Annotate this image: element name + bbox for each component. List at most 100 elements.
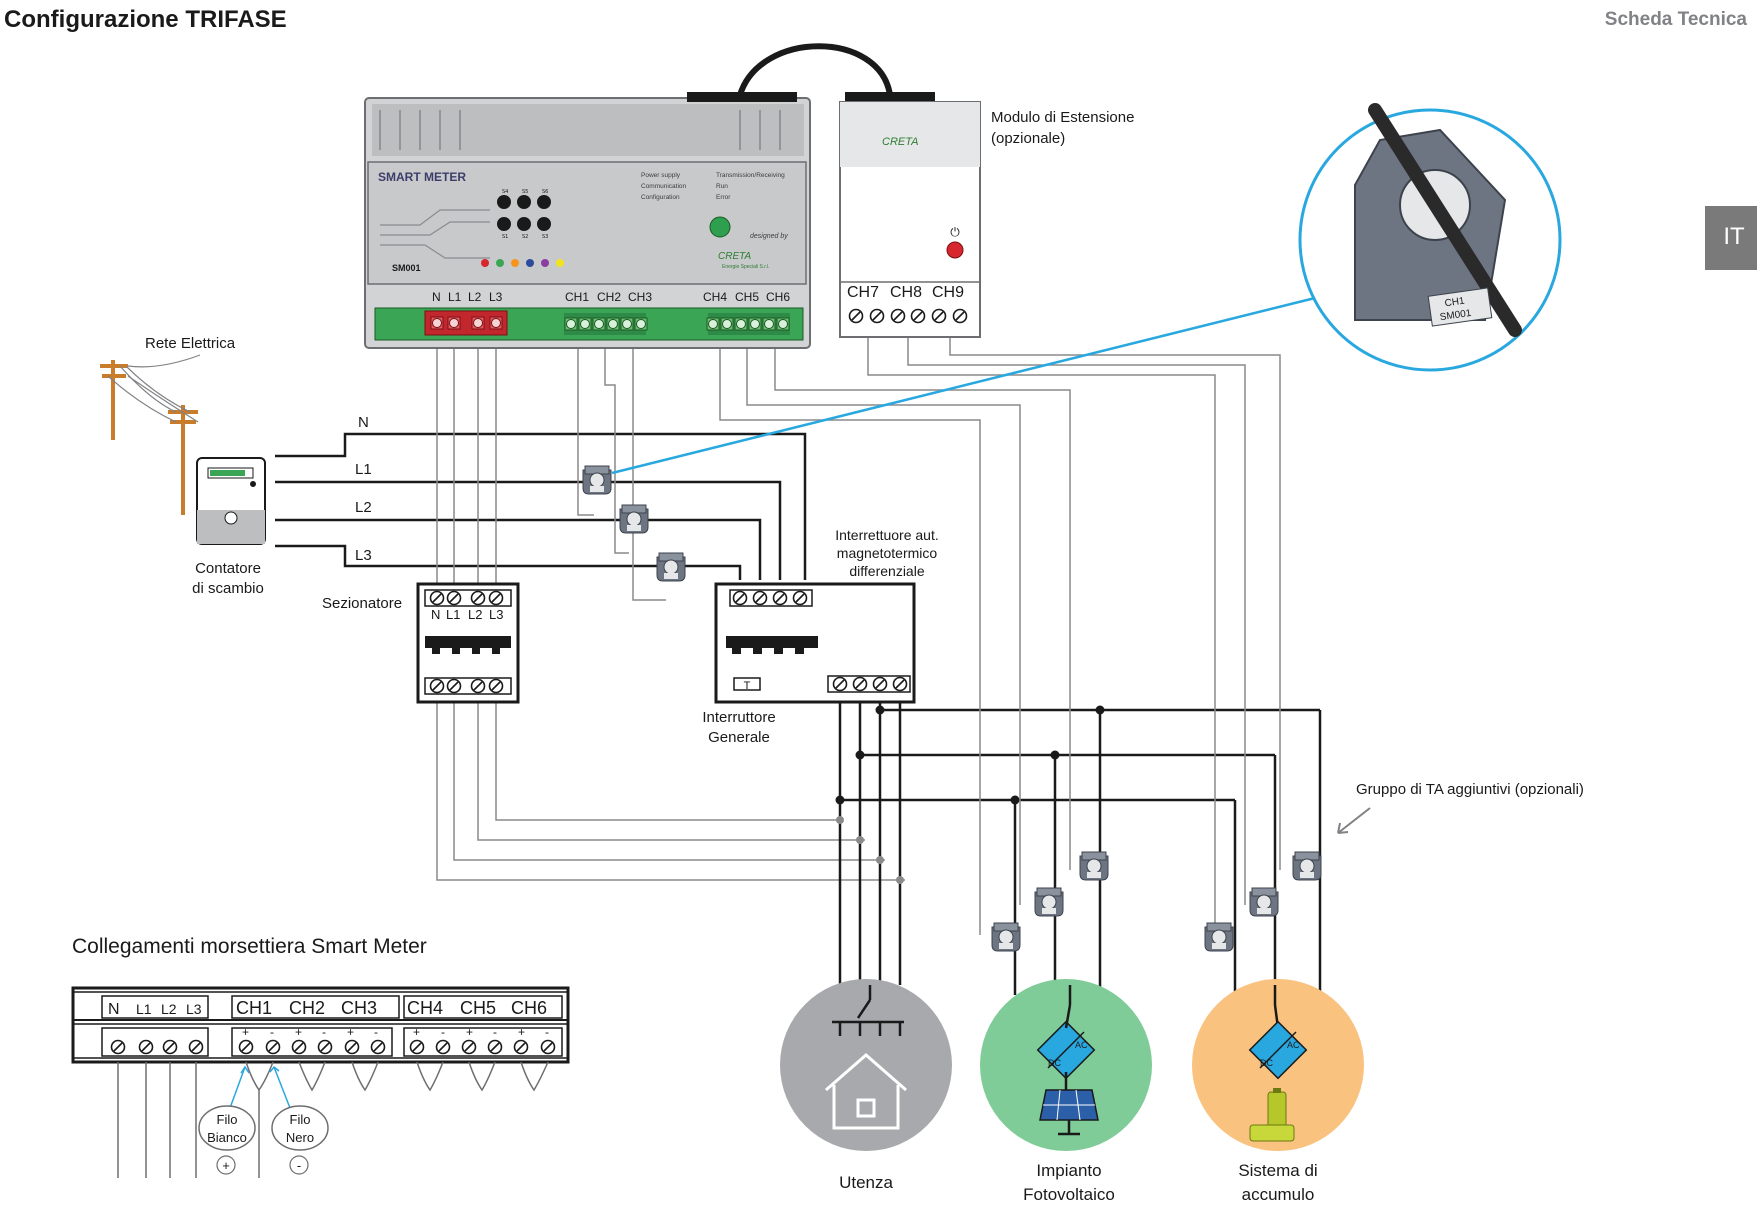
contatore-label-2: di scambio bbox=[192, 580, 264, 597]
switch-label-s3: S3 bbox=[542, 234, 548, 240]
filo-nero-sign: - bbox=[297, 1158, 301, 1173]
tb-polarity: + - + - + - + - + - + - bbox=[242, 1025, 549, 1039]
led-green bbox=[496, 259, 504, 267]
led-blue bbox=[526, 259, 534, 267]
load-accumulo: AC DC Sistema di accumulo bbox=[1192, 979, 1364, 1204]
filo-nero-tag: Filo Nero - bbox=[271, 1105, 329, 1175]
led-legend-communication: Communication bbox=[641, 183, 687, 190]
ct-zoom-callout: CH1 SM001 bbox=[1298, 103, 1562, 372]
tb-pol-4: - bbox=[322, 1025, 326, 1039]
config-button[interactable] bbox=[709, 216, 731, 238]
breaker-title-3: differenziale bbox=[849, 563, 924, 579]
sez-terminal-l3: L3 bbox=[489, 607, 503, 622]
load-utenza: Utenza bbox=[780, 979, 952, 1192]
meter-terminal-l1: L1 bbox=[448, 290, 462, 304]
tb-pol-7: + bbox=[413, 1025, 420, 1039]
filo-bianco-2: Bianco bbox=[207, 1130, 247, 1145]
doc-type-label: Scheda Tecnica bbox=[1605, 9, 1748, 30]
wire-l1 bbox=[275, 480, 782, 580]
ct-tag-line2: SM001 bbox=[1439, 308, 1472, 323]
tb-pol-8: - bbox=[441, 1025, 445, 1039]
tb-head-ch2: CH2 bbox=[289, 998, 325, 1018]
breaker-title-1: Interrettuore aut. bbox=[835, 527, 939, 543]
designed-by-label: designed by bbox=[750, 233, 788, 240]
meter-ch5-label: CH5 bbox=[735, 290, 759, 304]
meter-logo: CRETA bbox=[718, 251, 751, 262]
tb-pol-11: + bbox=[518, 1025, 525, 1039]
breaker-title-2: magnetotermico bbox=[837, 545, 938, 561]
tb-pol-2: - bbox=[270, 1025, 274, 1039]
breaker-handle[interactable] bbox=[726, 636, 818, 648]
meter-ch1-label: CH1 bbox=[565, 290, 589, 304]
led-legend-run: Run bbox=[716, 183, 728, 190]
line-label-l1: L1 bbox=[355, 461, 372, 478]
rete-elettrica-label: Rete Elettrica bbox=[145, 335, 236, 352]
power-icon: ⏻ bbox=[950, 225, 960, 239]
switch-icon bbox=[832, 985, 904, 1036]
terminal-block-title: Collegamenti morsettiera Smart Meter bbox=[72, 935, 427, 958]
wire-l3 bbox=[275, 544, 742, 580]
sezionatore-label: Sezionatore bbox=[322, 595, 402, 612]
tb-pol-3: + bbox=[295, 1025, 302, 1039]
filo-nero-2: Nero bbox=[286, 1130, 314, 1145]
language-tab-label: IT bbox=[1723, 223, 1745, 250]
meter-logo-sub: Energie Speciali S.r.l. bbox=[722, 264, 770, 270]
led-red bbox=[481, 259, 489, 267]
tb-head-ch6: CH6 bbox=[511, 998, 547, 1018]
load-fotovoltaico: AC DC Impianto Fotovoltaico bbox=[980, 979, 1152, 1204]
house-icon bbox=[825, 1053, 907, 1130]
switch-label-s5: S5 bbox=[522, 189, 528, 195]
exchange-meter-icon bbox=[196, 457, 266, 545]
pv-inverter-ac: AC bbox=[1075, 1040, 1088, 1050]
ct-l3 bbox=[656, 552, 686, 582]
ct-tag-line1: CH1 bbox=[1444, 296, 1466, 310]
extension-module: CRETA ⏻ CH7 CH8 CH9 Modulo di Estensione… bbox=[839, 92, 1134, 338]
terminal-block-detail: Collegamenti morsettiera Smart Meter N L… bbox=[71, 935, 570, 1178]
contatore-label-1: Contatore bbox=[195, 560, 261, 577]
test-button[interactable] bbox=[733, 677, 761, 691]
extension-logo: CRETA bbox=[882, 136, 918, 148]
tb-head-l2: L2 bbox=[161, 1001, 177, 1017]
load-utenza-label: Utenza bbox=[839, 1173, 893, 1192]
filo-bianco-tag: Filo Bianco + bbox=[198, 1105, 256, 1175]
extension-title-2: (opzionale) bbox=[991, 130, 1065, 147]
meter-brand: SMART METER bbox=[378, 170, 466, 184]
meter-terminal-l3: L3 bbox=[489, 290, 503, 304]
led-legend-configuration: Configuration bbox=[641, 194, 680, 201]
tb-pol-12: - bbox=[545, 1025, 549, 1039]
switch-label-s2: S2 bbox=[522, 234, 528, 240]
tb-head-l3: L3 bbox=[186, 1001, 202, 1017]
tb-head-n: N bbox=[108, 1001, 120, 1018]
led-orange bbox=[511, 259, 519, 267]
tb-head-ch1: CH1 bbox=[236, 998, 272, 1018]
filo-nero-1: Filo bbox=[290, 1112, 311, 1127]
main-breaker: T Interrettuore aut. magnetotermico diff… bbox=[702, 527, 938, 746]
tb-wires bbox=[117, 1061, 549, 1178]
meter-ch6-label: CH6 bbox=[766, 290, 790, 304]
filo-bianco-sign: + bbox=[222, 1158, 230, 1173]
optional-cts: Gruppo di TA aggiuntivi (opzionali) bbox=[991, 781, 1584, 952]
inverter-icon: AC DC bbox=[1248, 1020, 1308, 1080]
sez-terminal-l1: L1 bbox=[446, 607, 460, 622]
battery-icon bbox=[1249, 1088, 1295, 1142]
filo-bianco-1: Filo bbox=[217, 1112, 238, 1127]
sez-terminal-l2: L2 bbox=[468, 607, 482, 622]
ct-l1 bbox=[582, 465, 612, 495]
sez-handle[interactable] bbox=[425, 636, 511, 648]
switch-label-s4: S4 bbox=[502, 189, 508, 195]
solar-panel-icon bbox=[1039, 1089, 1099, 1136]
load-pv-label-2: Fotovoltaico bbox=[1023, 1185, 1115, 1204]
ext-ch9-label: CH9 bbox=[932, 284, 964, 301]
general-switch-label-1: Interruttore bbox=[702, 709, 775, 726]
dip-switches[interactable]: S4 S5 S6 S1 S2 S3 bbox=[497, 189, 551, 240]
wire-l2 bbox=[275, 518, 762, 580]
wire-n bbox=[275, 432, 807, 580]
inverter-icon: AC DC bbox=[1036, 1020, 1096, 1080]
tb-pol-1: + bbox=[242, 1025, 249, 1039]
language-tab[interactable]: IT bbox=[1705, 206, 1757, 270]
switch-label-s6: S6 bbox=[542, 189, 548, 195]
tb-head-ch4: CH4 bbox=[407, 998, 443, 1018]
tb-pol-10: - bbox=[493, 1025, 497, 1039]
page-title: Configurazione TRIFASE bbox=[4, 6, 287, 33]
extension-power-button[interactable] bbox=[946, 241, 964, 259]
